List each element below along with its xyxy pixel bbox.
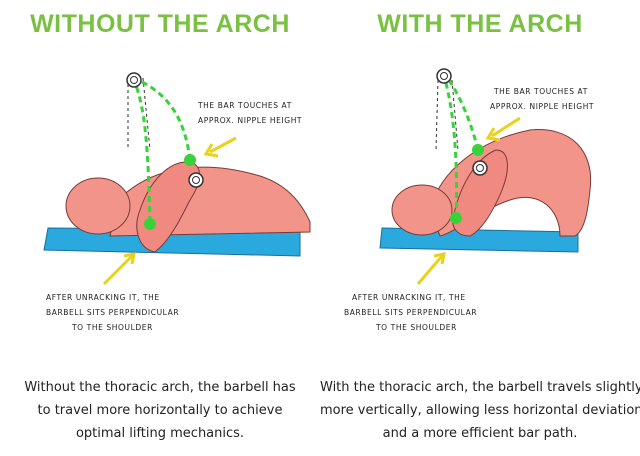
caption: Without the thoracic arch, the barbell h… xyxy=(24,380,296,441)
lifter-head xyxy=(391,184,453,236)
with-arch-panel: WITH THE ARCH THE BAR xyxy=(320,0,640,456)
panel-title: WITH THE ARCH xyxy=(377,10,583,38)
arrow-icon xyxy=(485,116,521,142)
unrack-point xyxy=(144,218,156,230)
unrack-point xyxy=(450,212,462,224)
arrow-icon xyxy=(203,136,237,158)
bar-path xyxy=(132,79,152,223)
starting-arm-outline xyxy=(127,77,151,151)
arrow-icon xyxy=(102,252,136,286)
lifter-arm xyxy=(136,161,200,253)
caption: With the thoracic arch, the barbell trav… xyxy=(320,380,640,441)
without-arch-panel: WITHOUT THE ARCH THE B xyxy=(24,10,311,441)
arrow-icon xyxy=(416,252,446,285)
without-arch-illustration xyxy=(43,72,311,286)
bar-path xyxy=(442,75,458,219)
bar-path xyxy=(137,78,192,161)
touch-point xyxy=(472,144,484,156)
with-arch-illustration xyxy=(379,68,592,285)
lifter-head xyxy=(65,177,131,235)
touch-point xyxy=(184,154,196,166)
panel-title: WITHOUT THE ARCH xyxy=(30,10,290,38)
